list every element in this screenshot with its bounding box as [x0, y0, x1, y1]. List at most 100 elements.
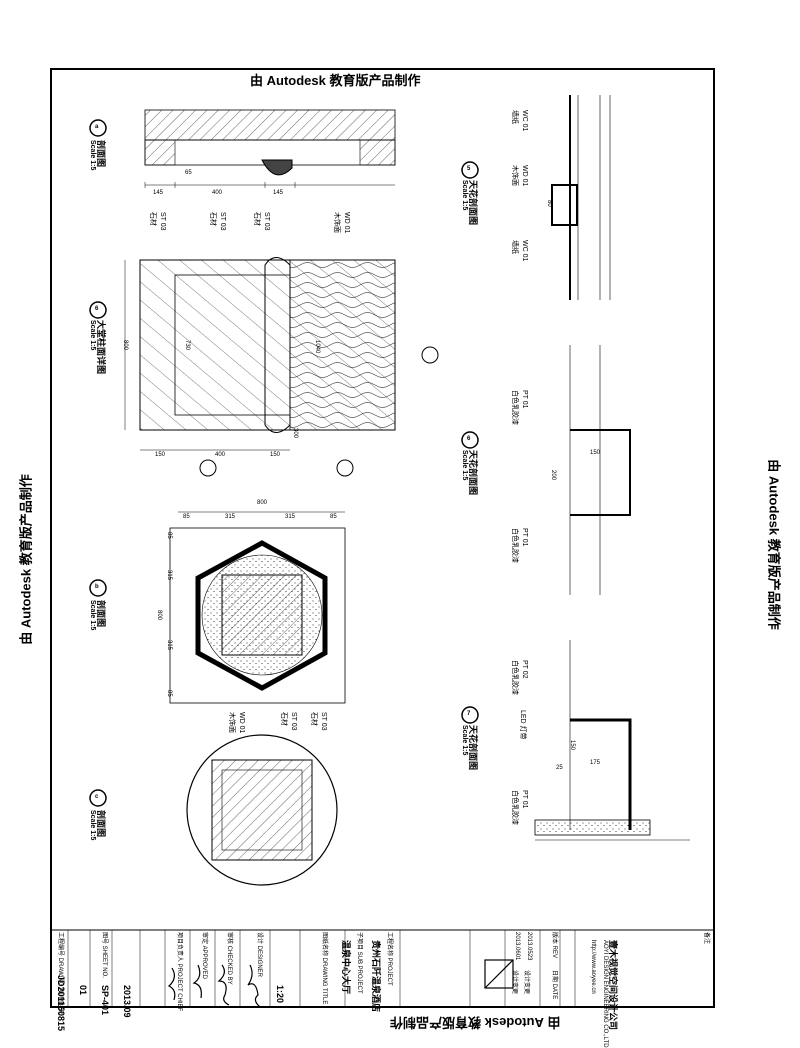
tb-rev-label: 版本 REV — [551, 932, 557, 959]
callout-wd01-b: WD 01 — [238, 712, 245, 734]
detail-b-title: 剖面图 — [96, 600, 106, 628]
tb-designer-label: 设计 DESIGNER — [256, 932, 262, 978]
callout-wood-b: 木饰面 — [228, 712, 235, 733]
marker-7: 7 — [467, 711, 471, 717]
dim-6-v3: 1040 — [314, 340, 320, 354]
callout-pt02: PT 02 — [521, 660, 528, 679]
callout-emulsion-6b: 白色乳胶漆 — [511, 528, 518, 563]
dim-a-4: 65 — [185, 170, 192, 176]
dim-c6-2: 200 — [550, 470, 556, 481]
tb-approved-label: 审定 APPROVED — [201, 932, 207, 980]
dim-b-side-1: 85 — [166, 532, 172, 539]
marker-a: a — [95, 124, 99, 130]
dim-b-1: 85 — [183, 514, 190, 520]
dim-c7-1: 175 — [590, 760, 601, 766]
dim-c6-1: 150 — [590, 450, 601, 456]
dim-b-side-2: 315 — [166, 570, 172, 581]
tb-company-en: AOYI DESIGN ENGINEERING CO.,LTD — [602, 940, 608, 1048]
tb-notes-label: 备注 — [703, 932, 709, 945]
marker-6b: 6 — [467, 436, 471, 442]
watermark-top: 由 Autodesk 教育版产品制作 — [250, 73, 421, 88]
marker-6: 6 — [95, 306, 99, 312]
callout-stone-b1: 石材 — [280, 712, 287, 726]
tb-url: http://www.aoyee.cn — [590, 940, 596, 994]
tb-sheet-label: 图号 SHEET NO. — [101, 932, 107, 978]
dim-a-2: 400 — [212, 190, 223, 196]
marker-c: c — [95, 794, 99, 800]
dim-b-side-4: 85 — [166, 690, 172, 697]
dim-b-3: 315 — [285, 514, 296, 520]
callout-pt01-6b: PT 01 — [521, 528, 528, 547]
tb-project: 贵州石阡温泉酒店 — [371, 940, 381, 1013]
dim-b-side-total: 800 — [156, 610, 162, 621]
detail-c-circle — [186, 734, 338, 886]
callout-st03-a3: ST 03 — [263, 212, 270, 231]
ceiling-section-5 — [551, 95, 611, 300]
callout-pt01-6a: PT 01 — [521, 390, 528, 409]
drawing-frame — [50, 68, 715, 1008]
tb-drawing-title-label: 图纸名称 DRAWING TITLE — [321, 932, 327, 1005]
callout-stone-a3: 石材 — [253, 212, 260, 226]
callout-wd01-a: WD 01 — [343, 212, 350, 234]
dim-b-total: 800 — [257, 500, 268, 506]
detail-a-section — [144, 109, 396, 188]
dim-b-side-3: 315 — [166, 640, 172, 651]
dim-b-2: 315 — [225, 514, 236, 520]
callout-wd01-5: WD 01 — [521, 165, 528, 187]
tb-pm-label: 项目负责人 PROJECT CHIEF — [176, 932, 182, 1012]
callout-emulsion-7b: 白色乳胶漆 — [511, 790, 518, 825]
tb-subproject-label: 子项目 SUB PROJECT — [356, 932, 362, 994]
dim-c5-1: 80 — [546, 200, 552, 207]
callout-led: LED 灯带 — [519, 710, 526, 740]
callout-wood-a: 木饰面 — [333, 212, 340, 233]
dim-a-1: 145 — [153, 190, 164, 196]
dim-6-3: 150 — [270, 452, 281, 458]
dim-c7-2: 150 — [569, 740, 575, 751]
dim-a-3: 145 — [273, 190, 284, 196]
detail-6-scale: Scale 1:5 — [89, 320, 96, 351]
detail-b-hexagon — [169, 511, 346, 704]
dim-6-1: 150 — [155, 452, 166, 458]
detail-markers — [89, 119, 479, 807]
callout-wood-5: 木饰面 — [511, 165, 518, 186]
detail-b-scale: Scale 1:5 — [89, 600, 96, 631]
callout-st03-a1: ST 03 — [159, 212, 166, 231]
tb-date-label: 日期 DATE — [551, 970, 557, 1000]
tb-project-label: 工程名称 PROJECT — [386, 932, 392, 986]
marker-5: 5 — [467, 166, 471, 172]
tb-scale: 1:20 — [275, 985, 285, 1004]
tb-code: JD201150815 — [56, 975, 66, 1032]
tb-checked-label: 审核 CHECKED BY — [226, 932, 232, 985]
dim-6-v2: 730 — [184, 340, 190, 351]
tb-rev: 01 — [78, 985, 88, 996]
detail-c-scale: Scale 1:5 — [89, 810, 96, 841]
ceiling-5-title: 天花剖面图 — [468, 180, 478, 226]
ceiling-7-title: 天花剖面图 — [468, 725, 478, 771]
ceiling-section-6 — [569, 345, 631, 595]
callout-wc01-5b: WC 01 — [521, 240, 528, 262]
detail-6-title: 大堂柱面详图 — [96, 320, 106, 375]
callout-wc01-5a: WC 01 — [521, 110, 528, 132]
callout-emulsion-6a: 白色乳胶漆 — [511, 390, 518, 425]
tb-rev-date-2: 2013.0601 — [514, 932, 520, 961]
callout-st03-a2: ST 03 — [219, 212, 226, 231]
callout-wallpaper-5b: 墙纸 — [511, 240, 518, 254]
marker-b: b — [95, 584, 99, 590]
callout-wallpaper-5a: 墙纸 — [511, 110, 518, 124]
callout-st03-b1: ST 03 — [290, 712, 297, 731]
callout-pt01-7: PT 01 — [521, 790, 528, 809]
dim-6-2: 400 — [215, 452, 226, 458]
callout-emulsion-7a: 白色乳胶漆 — [511, 660, 518, 695]
tb-rev-desc-2: 设计变更 — [511, 970, 517, 995]
callout-stone-a1: 石材 — [149, 212, 156, 226]
tb-rev-desc-1: 设计变更 — [523, 970, 529, 995]
tb-rev-date-1: 2013.0523 — [526, 932, 532, 961]
dim-6-v1: 800 — [122, 340, 128, 351]
detail-6-column — [124, 257, 439, 477]
dim-c7-3: 25 — [556, 765, 563, 771]
detail-a-scale: Scale 1:5 — [89, 140, 96, 171]
tb-date: 2013.09 — [122, 985, 132, 1018]
ceiling-section-7 — [534, 640, 690, 841]
tb-company: 壹木视觉空间设计公司 — [608, 940, 618, 1031]
